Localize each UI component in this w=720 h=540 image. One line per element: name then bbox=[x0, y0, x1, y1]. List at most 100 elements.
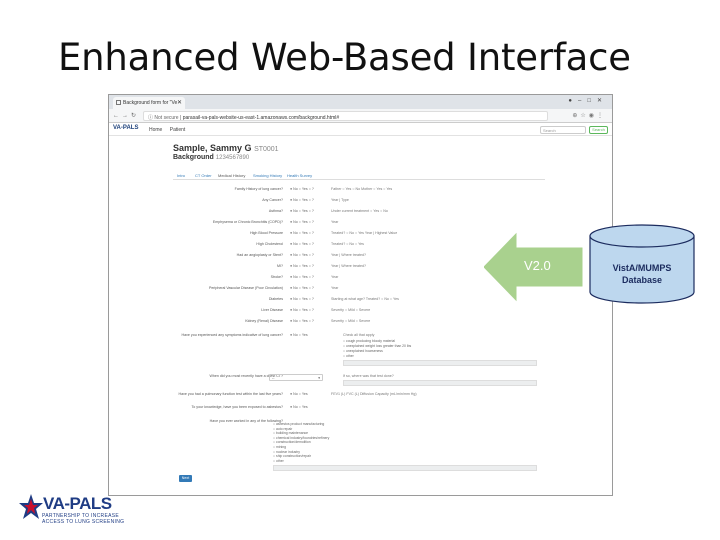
question-radio[interactable]: ● No ○ Yes ○ ? bbox=[290, 297, 314, 301]
symptom-option[interactable]: ○ unexplained hoarseness bbox=[343, 349, 383, 353]
question-radio[interactable]: ● No ○ Yes ○ ? bbox=[290, 187, 314, 191]
question-label: Any Cancer? bbox=[262, 198, 283, 202]
question-row: Emphysema or Chronic Bronchitis (COPD)?●… bbox=[109, 220, 609, 228]
reload-icon[interactable]: ↻ bbox=[131, 113, 140, 119]
work-option[interactable]: ○ chemical industry/foundries/refinery bbox=[273, 435, 330, 440]
browser-window: Background form for "Ve ✕ ●–□✕ ←→↻ ⓘ Not… bbox=[108, 94, 613, 496]
version-label: V2.0 bbox=[524, 258, 551, 273]
question-detail: Year | Where treated? bbox=[331, 253, 366, 257]
question-row: High Blood Pressure● No ○ Yes ○ ?Treated… bbox=[109, 231, 609, 239]
question-detail: Father ○ Yes ○ No Mother ○ Yes ○ Yes bbox=[331, 187, 393, 191]
forward-icon[interactable]: → bbox=[122, 113, 131, 119]
question-detail: Year | Where treated? bbox=[331, 264, 366, 268]
app-logo[interactable]: VA-PALS bbox=[113, 125, 139, 131]
url-text: parasail-va-pals-website-us-east-1.amazo… bbox=[182, 115, 340, 121]
question-radio[interactable]: ● No ○ Yes ○ ? bbox=[290, 319, 314, 323]
search-button[interactable]: Search bbox=[589, 126, 608, 134]
form-tabs: Intro CT Order Medical History Smoking H… bbox=[173, 171, 545, 180]
work-option[interactable]: ○ auto repair bbox=[273, 426, 293, 431]
database-label: VistA/MUMPS Database bbox=[612, 263, 672, 285]
question-detail: Year bbox=[331, 220, 339, 224]
symptom-option[interactable]: ○ cough producing bloody material bbox=[343, 339, 396, 343]
nav-home[interactable]: Home bbox=[149, 127, 163, 133]
question-radio[interactable]: ● No ○ Yes ○ ? bbox=[290, 308, 314, 312]
question-detail: Starting at what age? Treated? ○ No ○ Ye… bbox=[331, 297, 399, 301]
page-icon bbox=[116, 100, 121, 105]
question-label: Diabetes bbox=[268, 297, 283, 301]
last-ct-question: When did you most recently have a chest … bbox=[209, 374, 394, 378]
user-icon[interactable]: ● bbox=[568, 98, 578, 104]
info-icon[interactable]: ⓘ bbox=[148, 115, 154, 121]
question-label: Peripheral Vascular Disease (Poor Circul… bbox=[208, 286, 283, 290]
next-button[interactable]: Next bbox=[179, 475, 192, 482]
asbestos-radio[interactable]: ● No ○ Yes bbox=[290, 405, 308, 409]
pft-radio[interactable]: ● No ○ Yes bbox=[290, 392, 308, 396]
question-row: Asthma?● No ○ Yes ○ ?Under current treat… bbox=[109, 209, 609, 217]
symptoms-radio[interactable]: ● No ○ Yes bbox=[290, 333, 308, 337]
question-row: Kidney (Renal) Disease ● No ○ Yes ○ ? Seve… bbox=[109, 319, 609, 327]
close-icon[interactable]: ✕ bbox=[176, 100, 182, 106]
logo-wordmark: VA-PALS bbox=[43, 494, 112, 513]
work-option[interactable]: ○ nuclear industry bbox=[273, 449, 300, 454]
symptom-other-field[interactable] bbox=[343, 360, 537, 366]
work-option[interactable]: ○ mining bbox=[273, 445, 286, 449]
symptoms-question: Have you experienced any symptoms indica… bbox=[181, 333, 375, 337]
symptom-option[interactable]: ○ other bbox=[343, 354, 354, 358]
last-ct-select[interactable]: -- ▾ bbox=[269, 374, 323, 381]
form-content: Sample, Sammy G ST0001 Background 123456… bbox=[173, 143, 545, 180]
tab-health-survey[interactable]: Health Survey bbox=[287, 173, 313, 178]
close-window-icon[interactable]: ✕ bbox=[596, 98, 608, 104]
question-detail: Year bbox=[331, 286, 339, 290]
question-radio[interactable]: ● No ○ Yes ○ ? bbox=[290, 286, 314, 290]
question-detail: Severity ○ Mild ○ Severe bbox=[331, 308, 371, 312]
menu-icon[interactable]: ⋮ bbox=[597, 113, 606, 119]
question-radio[interactable]: ● No ○ Yes ○ ? bbox=[290, 231, 314, 235]
browser-tab[interactable]: Background form for "Ve ✕ bbox=[113, 97, 185, 109]
star-icon[interactable]: ☆ bbox=[580, 113, 589, 119]
tab-smoking-history[interactable]: Smoking History bbox=[253, 173, 283, 178]
tab-intro[interactable]: Intro bbox=[177, 173, 186, 178]
work-option[interactable]: ○ ship construction/repair bbox=[273, 454, 312, 459]
work-option[interactable]: ○ building maintenance bbox=[273, 431, 309, 436]
zoom-icon[interactable]: ⊕ bbox=[572, 113, 581, 119]
question-detail: Severity ○ Mild ○ Severe bbox=[331, 319, 371, 323]
minimize-icon[interactable]: – bbox=[578, 98, 588, 104]
url-field[interactable]: ⓘ Not secure | parasail-va-pals-website-… bbox=[143, 111, 548, 121]
work-other-field[interactable] bbox=[273, 465, 537, 471]
tab-medical-history[interactable]: Medical History bbox=[218, 173, 246, 178]
window-controls[interactable]: ●–□✕ bbox=[568, 97, 608, 104]
question-radio[interactable]: ● No ○ Yes ○ ? bbox=[290, 275, 314, 279]
extension-icon[interactable]: ◉ bbox=[588, 113, 597, 119]
symptoms-list-title: Check all that apply bbox=[343, 333, 375, 337]
question-label: Kidney (Renal) Disease bbox=[245, 319, 283, 323]
tab-ct-order[interactable]: CT Order bbox=[195, 173, 212, 178]
work-option[interactable]: ○ construction/demolition bbox=[273, 440, 311, 445]
patient-id: ST0001 bbox=[254, 146, 279, 153]
security-label: Not secure bbox=[154, 115, 179, 121]
question-radio[interactable]: ● No ○ Yes ○ ? bbox=[290, 220, 314, 224]
work-option[interactable]: ○ other bbox=[273, 458, 284, 463]
question-label: MI? bbox=[277, 264, 283, 268]
search-input[interactable]: Search bbox=[540, 126, 586, 134]
question-label: High Cholesterol bbox=[256, 242, 283, 246]
back-icon[interactable]: ← bbox=[113, 113, 122, 119]
question-radio[interactable]: ● No ○ Yes ○ ? bbox=[290, 198, 314, 202]
form-id: 1234567890 bbox=[215, 155, 250, 161]
va-pals-logo-icon bbox=[19, 494, 43, 519]
question-radio[interactable]: ● No ○ Yes ○ ? bbox=[290, 242, 314, 246]
symptom-option[interactable]: ○ unexplained weight loss greater than 2… bbox=[343, 344, 412, 348]
app-nav-links: Home Patient bbox=[149, 127, 191, 133]
question-row: Diabetes ● No ○ Yes ○ ? Starting at what a… bbox=[109, 297, 609, 305]
maximize-icon[interactable]: □ bbox=[587, 98, 597, 104]
pft-fields: FEV1 (L) FVC (L) Diffusion Capacity (mL/… bbox=[331, 392, 417, 396]
question-row: Any Cancer?● No ○ Yes ○ ?Year | Type bbox=[109, 198, 609, 206]
question-radio[interactable]: ● No ○ Yes ○ ? bbox=[290, 253, 314, 257]
question-radio[interactable]: ● No ○ Yes ○ ? bbox=[290, 209, 314, 213]
question-radio[interactable]: ● No ○ Yes ○ ? bbox=[290, 264, 314, 268]
nav-patient[interactable]: Patient bbox=[169, 127, 186, 133]
work-option[interactable]: ○ asbestos product manufacturing bbox=[273, 422, 325, 426]
database-icon bbox=[589, 224, 695, 304]
slide-title: Enhanced Web-Based Interface bbox=[58, 36, 631, 79]
ct-location-field[interactable] bbox=[343, 380, 537, 386]
question-detail: Year bbox=[331, 275, 339, 279]
